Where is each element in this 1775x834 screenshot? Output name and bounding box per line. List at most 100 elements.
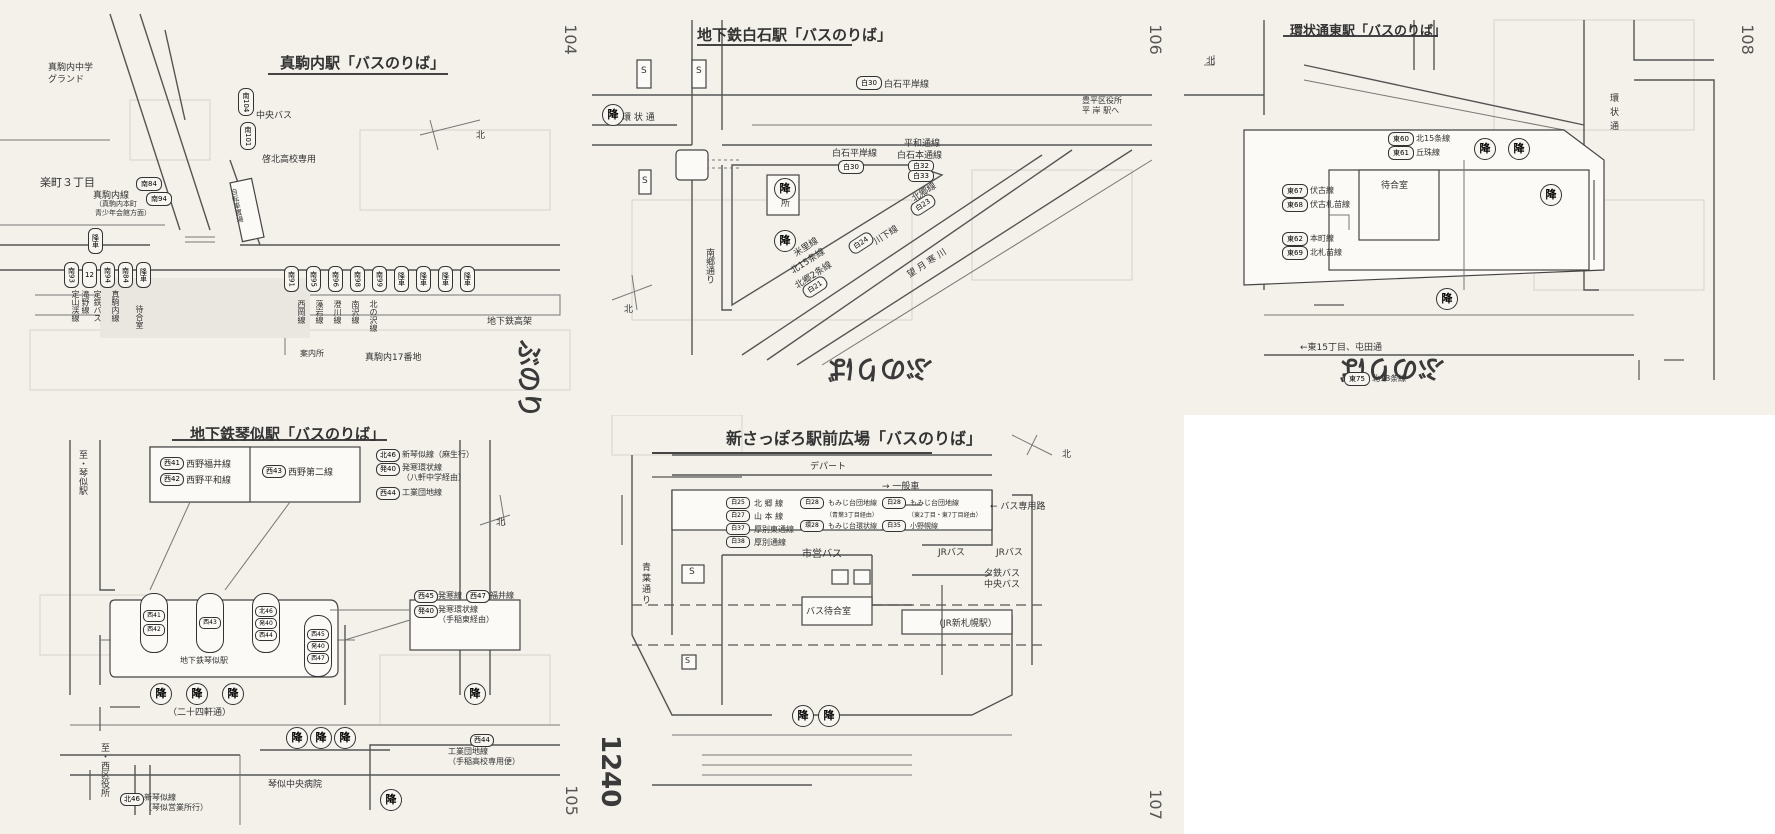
hassamu3-label: 発寒環状線 （手稲東経由） — [438, 605, 494, 624]
badge-row-right: 南91 南95 南96 南98 南99 降車 降車 降車 降車 — [284, 266, 475, 292]
ko-mark-2: 降 — [818, 705, 840, 727]
address-label: 真駒内17番地 — [365, 353, 422, 363]
jr2-label: JRバス — [996, 548, 1023, 558]
sota-label: 滝野線 — [81, 290, 90, 314]
badge-minami95: 南95 — [306, 266, 321, 292]
school-label: 真駒内中学 グランド — [48, 63, 94, 85]
ko-mark-6: 降 — [310, 727, 332, 749]
badge-minami93: 南93 — [64, 262, 79, 288]
route-nishioka: 西岡線 — [297, 300, 306, 324]
badge-shiro33: 白33 — [908, 170, 934, 182]
badge-minami99: 南99 — [372, 266, 387, 292]
route-kitanosawa: 北の沢線 — [369, 300, 378, 332]
to-kotoni-label: 至・琴似駅 — [77, 450, 87, 495]
north-label: 北 — [1206, 57, 1216, 67]
svg-text:ぶのりば: ぶのりば — [513, 339, 543, 415]
ko-mark-1: 降 — [602, 104, 624, 126]
area-label: 楽町３丁目 — [40, 176, 95, 189]
route-list-mid: 白28 もみじ台団地線 （青葉3丁目経由） 環28 もみじ台環状線 — [800, 497, 878, 532]
depart-label: デパート — [810, 462, 847, 472]
east15-label: ←東15丁目、屯田通 — [1300, 343, 1382, 353]
s-mark-3: S — [642, 176, 648, 186]
elevated-label: 地下鉄高架 — [487, 317, 533, 327]
badge-kita46: 北46 — [376, 449, 400, 462]
page-title: 地下鉄白石駅「バスのりば」 — [697, 26, 893, 44]
ko-mark-2: 降 — [774, 178, 796, 200]
seihoku-label: 啓北高校専用 — [262, 155, 317, 165]
badge-minami84b: 南84 — [118, 262, 133, 288]
kodan2-label: 工業団地線 （手稲高校専用便） — [448, 747, 520, 766]
shiroishi-hon-label: 白石本通線 — [897, 151, 943, 161]
ko-mark-3: 降 — [1540, 184, 1562, 206]
to-nishiku-label: 至・西区役所 — [99, 743, 109, 797]
ko-mark-2: 降 — [186, 683, 208, 705]
blank-area — [1184, 415, 1775, 834]
badge-shiro37: 白37 — [726, 523, 750, 535]
page-number: 106 — [1145, 24, 1165, 55]
route-momiji3: 環28 もみじ台環状線 — [800, 520, 878, 532]
badge-minami94: 南94 — [146, 192, 172, 206]
badge-higashi75: 東75 — [1344, 372, 1370, 386]
fushiko-label: 伏古線 — [1310, 186, 1334, 195]
ko-mark-7: 降 — [334, 727, 356, 749]
nango-label: 南郷通り — [704, 248, 714, 284]
hassamu-label: 発寒環状線 （八軒中学経由） — [402, 463, 466, 482]
badge-higashi68: 東68 — [1282, 198, 1308, 212]
badge-shiro30-top: 白30 — [856, 76, 882, 90]
nishino-2-label: 西野第二線 — [288, 468, 334, 478]
info-label: 案内所 — [300, 349, 324, 358]
page-makomanai: ぶのりば 真駒内駅「バスのりば」 104 真駒内中学 グランド 楽町３丁目 真駒… — [0, 0, 592, 415]
badge-kita46-c: 北46 — [120, 793, 144, 806]
konopporo-label: 小野幌線 — [910, 522, 938, 530]
s-mark-2: S — [696, 66, 702, 76]
badge-shiro38: 白38 — [726, 536, 750, 548]
route-momiji2: 白28 もみじ台団地線 — [882, 497, 982, 509]
momiji2-label: もみじ台団地線 — [910, 499, 959, 507]
bus-only-label: ← バス専用路 — [990, 502, 1046, 512]
kitasatsu-label: 北札苗線 — [1310, 248, 1342, 257]
yutetsu-label: 夕鉄バス 中央バス — [984, 569, 1021, 590]
s-mark-2: S — [685, 656, 691, 665]
map-kanjodori-higashi: ぶのりば — [1184, 19, 1715, 383]
avenue-label: （二十四軒通） — [168, 708, 232, 718]
badge-shiro28: 白28 — [800, 497, 824, 509]
map-shiroishi: ぶのりば — [592, 20, 1153, 383]
svg-text:1240: 1240 — [595, 735, 625, 807]
route-konopporo: 白35 小野幌線 — [882, 520, 982, 532]
route-momiji1: 白28 もみじ台団地線 — [800, 497, 878, 509]
badge-kan28: 環28 — [800, 520, 824, 532]
kanjo-label: 環 状 通 — [622, 113, 655, 123]
badge-nishi43: 西43 — [262, 465, 286, 478]
waiting-label: 待合室 — [1381, 181, 1409, 191]
badge-kita46-b: 北46 — [255, 605, 277, 617]
koushou-3: 降車 — [438, 266, 453, 292]
s-mark-1: S — [641, 66, 647, 76]
pillar-1: 西41 西42 — [140, 593, 168, 653]
ko-mark-8: 降 — [380, 789, 402, 811]
waiting-room-label: 待合室 — [135, 305, 144, 329]
aoba-label: 青 葉 通 り — [642, 563, 652, 606]
badge-nishi41: 西41 — [160, 457, 184, 470]
koushou-2: 降車 — [416, 266, 431, 292]
badge-nishi43-b: 西43 — [199, 617, 221, 629]
yamamoto-label: 山 本 線 — [754, 511, 784, 521]
route-atsubetsu-h: 白37 厚別東通線 — [726, 523, 794, 535]
kita18-label: 北18条線 — [1372, 374, 1407, 383]
shinkotoni-label: 新琴似線（麻生行） — [402, 450, 474, 459]
s-mark-1: S — [689, 567, 695, 577]
route-list-left: 白25 北 郷 線 白27 山 本 線 白37 厚別東通線 白38 厚別通線 — [726, 497, 794, 548]
badge-minami104: 南104 — [238, 88, 254, 116]
heiwa-label: 平和通線 — [904, 139, 941, 149]
koushou-1: 降車 — [394, 266, 409, 292]
momiji3-label: もみじ台環状線 — [828, 522, 877, 530]
pillar-2: 西43 — [196, 593, 224, 653]
nishino-heiwa-label: 西野平和線 — [186, 476, 232, 486]
badge-12: 12 — [82, 262, 97, 288]
ko-mark-5: 降 — [286, 727, 308, 749]
toyohira-label: 豊平区役所 平 岸 駅へ — [1082, 96, 1122, 115]
page-title: 真駒内駅「バスのりば」 — [280, 54, 446, 72]
route-minamisawa: 南沢線 — [351, 300, 360, 324]
badge-nishi45: 西45 — [414, 590, 438, 603]
ko-mark-4: 降 — [1436, 288, 1458, 310]
chuo-bus-label: 中央バス — [256, 111, 293, 121]
